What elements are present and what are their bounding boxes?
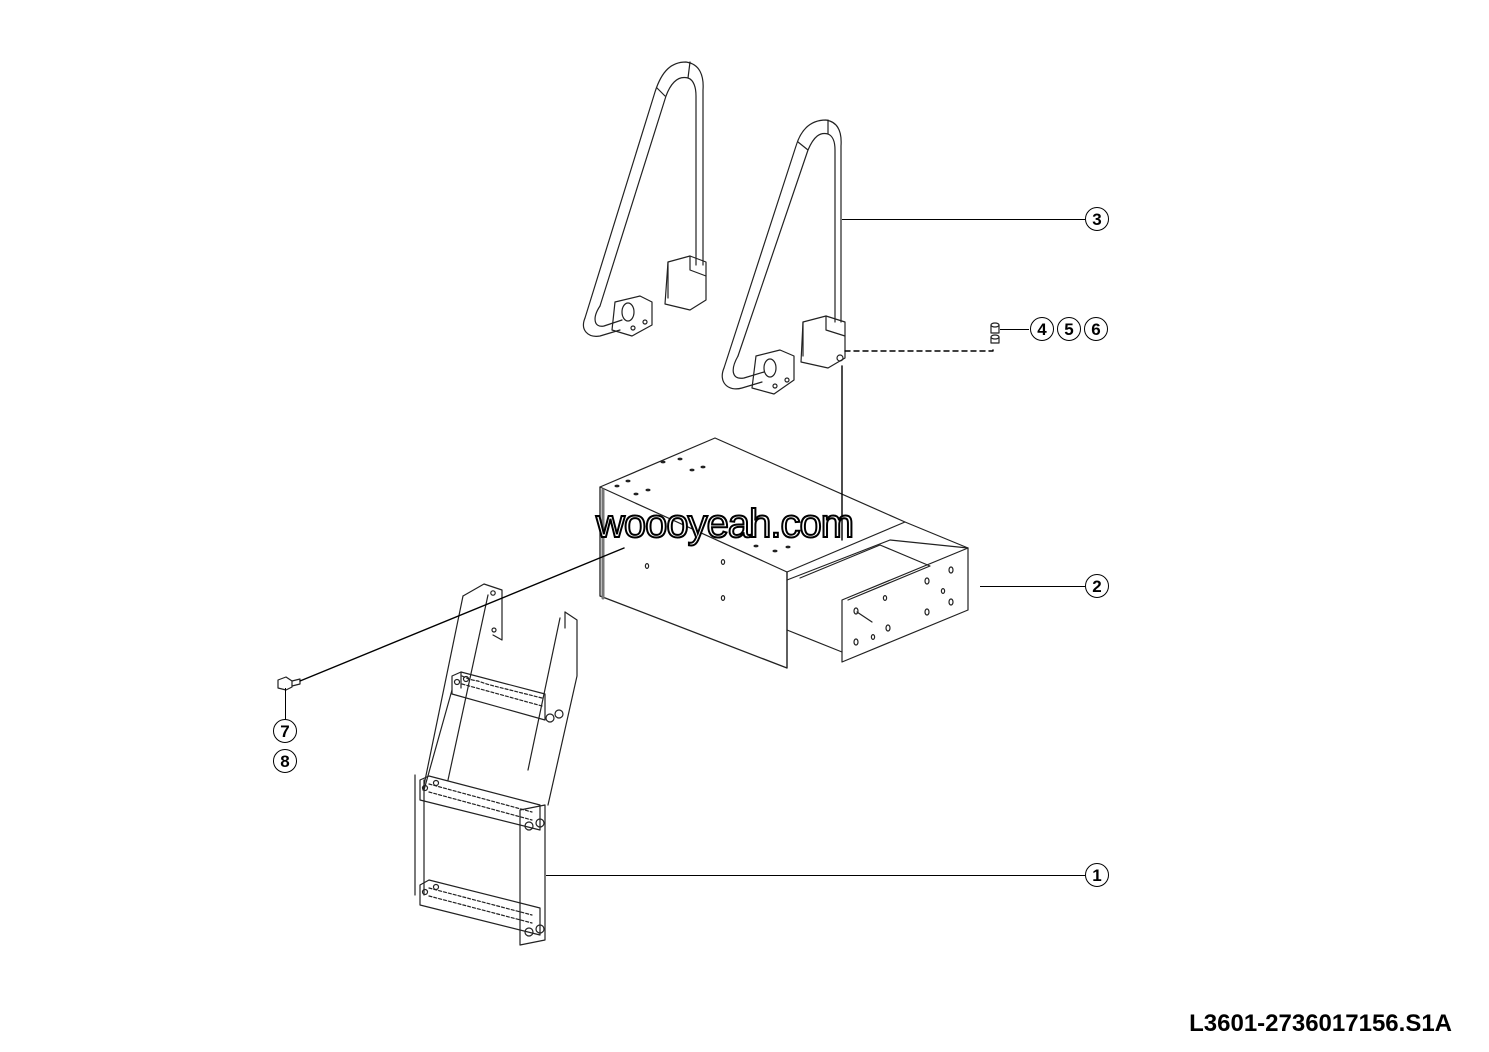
ladder	[414, 583, 578, 946]
grab-handle-rear	[582, 61, 707, 337]
grab-handle-front	[721, 119, 846, 395]
leader-456	[1000, 329, 1029, 330]
callout-5[interactable]: 5	[1057, 317, 1081, 341]
fastener-stack	[990, 322, 1000, 344]
leader-lines	[299, 345, 994, 682]
drawing-number: L3601-2736017156.S1A	[1189, 1010, 1452, 1037]
callout-8[interactable]: 8	[273, 749, 297, 773]
leader-3	[842, 219, 1085, 220]
leader-1	[546, 875, 1085, 876]
callout-3[interactable]: 3	[1085, 207, 1109, 231]
ladder-step-middle	[419, 775, 541, 831]
leader-7	[285, 688, 286, 720]
callout-2[interactable]: 2	[1085, 574, 1109, 598]
watermark: woooyeah.com	[595, 501, 855, 547]
ladder-step-bottom	[419, 879, 541, 936]
bolt	[277, 676, 301, 691]
leader-2	[980, 586, 1085, 587]
callout-7[interactable]: 7	[273, 719, 297, 743]
callout-4[interactable]: 4	[1030, 317, 1054, 341]
callout-6[interactable]: 6	[1084, 317, 1108, 341]
mounting-box	[599, 437, 969, 669]
callout-1[interactable]: 1	[1085, 863, 1109, 887]
